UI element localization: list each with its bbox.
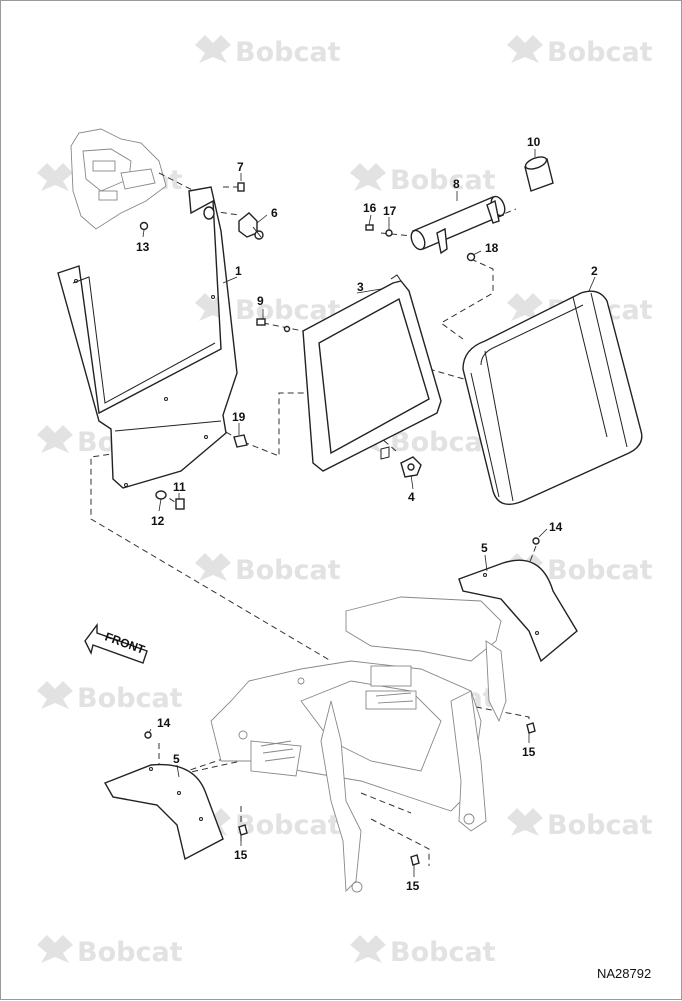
watermark-text: Bobcat: [547, 810, 653, 841]
front-arrow-icon: FRONT: [84, 622, 148, 664]
callout-14-right: 14: [549, 520, 563, 534]
callout-18: 18: [485, 241, 499, 255]
parts-14-15-fasteners: [144, 537, 540, 866]
callout-9: 9: [257, 294, 264, 308]
part-19-clip: [233, 434, 248, 448]
part-14-screw-left: [144, 731, 152, 739]
main-frame: [210, 596, 507, 893]
watermark: Bobcat: [195, 553, 341, 586]
part-15-nut-right: [526, 722, 536, 734]
ghost-seat-bracket: [70, 128, 167, 230]
leader-lines: [142, 149, 596, 877]
drawing-id: NA28792: [597, 966, 651, 981]
watermark-text: Bobcat: [77, 683, 183, 714]
watermark-text: Bobcat: [547, 555, 653, 586]
callout-15-center: 15: [234, 848, 248, 862]
callout-14-left: 14: [157, 716, 171, 730]
watermark-text: Bobcat: [235, 810, 341, 841]
part-13-nut: [139, 221, 149, 231]
part-12-washer: [155, 490, 167, 500]
callout-7: 7: [237, 160, 244, 174]
part-2-seat-cushion: [462, 290, 643, 505]
watermark: Bobcat: [37, 681, 183, 714]
part-17-washer: [385, 229, 393, 237]
callout-5-right: 5: [481, 541, 488, 555]
watermark-text: Bobcat: [77, 937, 183, 968]
callout-17: 17: [383, 204, 397, 218]
watermark: Bobcat: [37, 935, 183, 968]
callout-1: 1: [235, 264, 242, 278]
part-8-cylinder: [410, 195, 506, 255]
part-1-seat-panel: [57, 186, 238, 489]
callout-19: 19: [232, 410, 246, 424]
watermark: Bobcat: [350, 163, 496, 196]
callout-8: 8: [453, 177, 460, 191]
part-4-knob: [400, 456, 422, 478]
watermark-text: Bobcat: [390, 937, 496, 968]
watermark: Bobcat: [350, 935, 496, 968]
part-7-screw: [237, 182, 245, 192]
part-14-screw-right: [532, 537, 540, 545]
callout-16: 16: [363, 201, 377, 215]
callout-11: 11: [173, 480, 186, 494]
watermark: Bobcat: [195, 35, 341, 68]
part-5-fender-left: [103, 763, 224, 861]
part-18-nut: [466, 252, 476, 262]
watermark-text: Bobcat: [390, 165, 496, 196]
callout-5-left: 5: [173, 752, 180, 766]
watermark: Bobcat: [507, 35, 653, 68]
watermark: Bobcat: [507, 808, 653, 841]
part-5-fender-right: [458, 559, 578, 663]
watermark-text: Bobcat: [235, 37, 341, 68]
watermark: Bobcat: [195, 293, 341, 326]
watermark-text: Bobcat: [547, 37, 653, 68]
callout-12: 12: [151, 514, 165, 528]
callout-15-lower: 15: [406, 879, 420, 893]
callout-15-right: 15: [522, 745, 536, 759]
callout-13: 13: [136, 240, 150, 254]
part-6-latch: [203, 206, 264, 240]
callouts: 1 2 3 4 5 5 6 7 8 9 10 11 12 13 14 14 15…: [136, 135, 598, 893]
watermark-text: Bobcat: [235, 555, 341, 586]
callout-4: 4: [408, 490, 415, 504]
part-10-cap: [524, 156, 554, 192]
callout-3: 3: [357, 280, 364, 294]
callout-10: 10: [527, 135, 541, 149]
part-11-bolt: [175, 498, 185, 510]
part-15-nut-lower: [410, 854, 420, 866]
part-15-nut-center: [238, 824, 248, 836]
part-9-screw: [256, 318, 291, 333]
callout-6: 6: [271, 206, 278, 220]
callout-2: 2: [591, 264, 598, 278]
part-3-seat-frame: [302, 274, 442, 472]
part-16-bolt: [365, 224, 374, 231]
